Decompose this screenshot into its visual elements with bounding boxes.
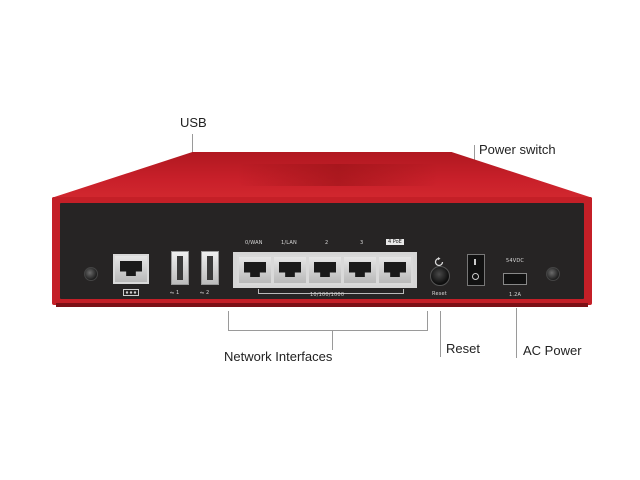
- network-bracket-left: [228, 311, 229, 331]
- ac-power-callout-label: AC Power: [523, 343, 582, 358]
- reset-icon: [434, 254, 444, 267]
- port-0-socket: [244, 262, 266, 277]
- reset-label: Reset: [432, 291, 447, 297]
- ethernet-port-4-poe[interactable]: [377, 255, 413, 285]
- ethernet-port-1-lan[interactable]: [272, 255, 308, 285]
- usb-port-1[interactable]: [171, 251, 189, 285]
- console-icon: [123, 289, 139, 296]
- port-1-socket: [279, 262, 301, 277]
- port-3-socket: [349, 262, 371, 277]
- console-port-socket: [120, 261, 142, 276]
- reset-button[interactable]: [430, 266, 450, 286]
- port-4-socket: [384, 262, 406, 277]
- right-screw: [546, 267, 560, 281]
- reset-leader-line: [440, 311, 441, 357]
- port-label-0-wan: 0/WAN: [245, 240, 263, 246]
- usb-port-2[interactable]: [201, 251, 219, 285]
- usb-1-icon: ⭋ 1: [170, 290, 179, 296]
- usb-symbol-icon: ⭋: [200, 290, 205, 296]
- speed-bracket: [258, 289, 404, 294]
- network-interfaces-bracket: [228, 330, 428, 331]
- usb-2-number: 2: [206, 290, 210, 296]
- ac-power-leader-line: [516, 308, 517, 358]
- usb-callout-label: USB: [180, 115, 207, 130]
- speed-label: 10/100/1000: [310, 292, 345, 298]
- network-bracket-right: [427, 311, 428, 331]
- port-label-3: 3: [360, 240, 364, 246]
- usb-port-2-tongue: [207, 256, 213, 280]
- left-screw: [84, 267, 98, 281]
- top-logo-embossing: [238, 164, 438, 186]
- port-label-2: 2: [325, 240, 329, 246]
- usb-symbol-icon: ⭋: [170, 290, 175, 296]
- current-label: 1.2A: [509, 292, 522, 298]
- port-2-socket: [314, 262, 336, 277]
- ethernet-port-3[interactable]: [342, 255, 378, 285]
- network-interfaces-callout-label: Network Interfaces: [224, 349, 333, 364]
- reset-callout-label: Reset: [446, 341, 480, 356]
- voltage-label: 54VDC: [506, 258, 525, 264]
- ethernet-port-0-wan[interactable]: [237, 255, 273, 285]
- port-label-1-lan: 1/LAN: [281, 240, 297, 246]
- power-rocker-switch[interactable]: [467, 254, 485, 286]
- power-switch-callout-label: Power switch: [479, 142, 556, 157]
- port-label-4-poe: 4 PoE: [386, 239, 404, 245]
- network-leader-line: [332, 330, 333, 350]
- dc-power-jack[interactable]: [503, 273, 527, 285]
- router-bottom-edge: [56, 303, 588, 307]
- ethernet-port-2[interactable]: [307, 255, 343, 285]
- console-port[interactable]: [113, 254, 149, 284]
- power-on-mark-icon: [474, 259, 476, 265]
- usb-2-icon: ⭋ 2: [200, 290, 209, 296]
- power-off-mark-icon: [472, 273, 479, 280]
- usb-port-1-tongue: [177, 256, 183, 280]
- usb-1-number: 1: [176, 290, 180, 296]
